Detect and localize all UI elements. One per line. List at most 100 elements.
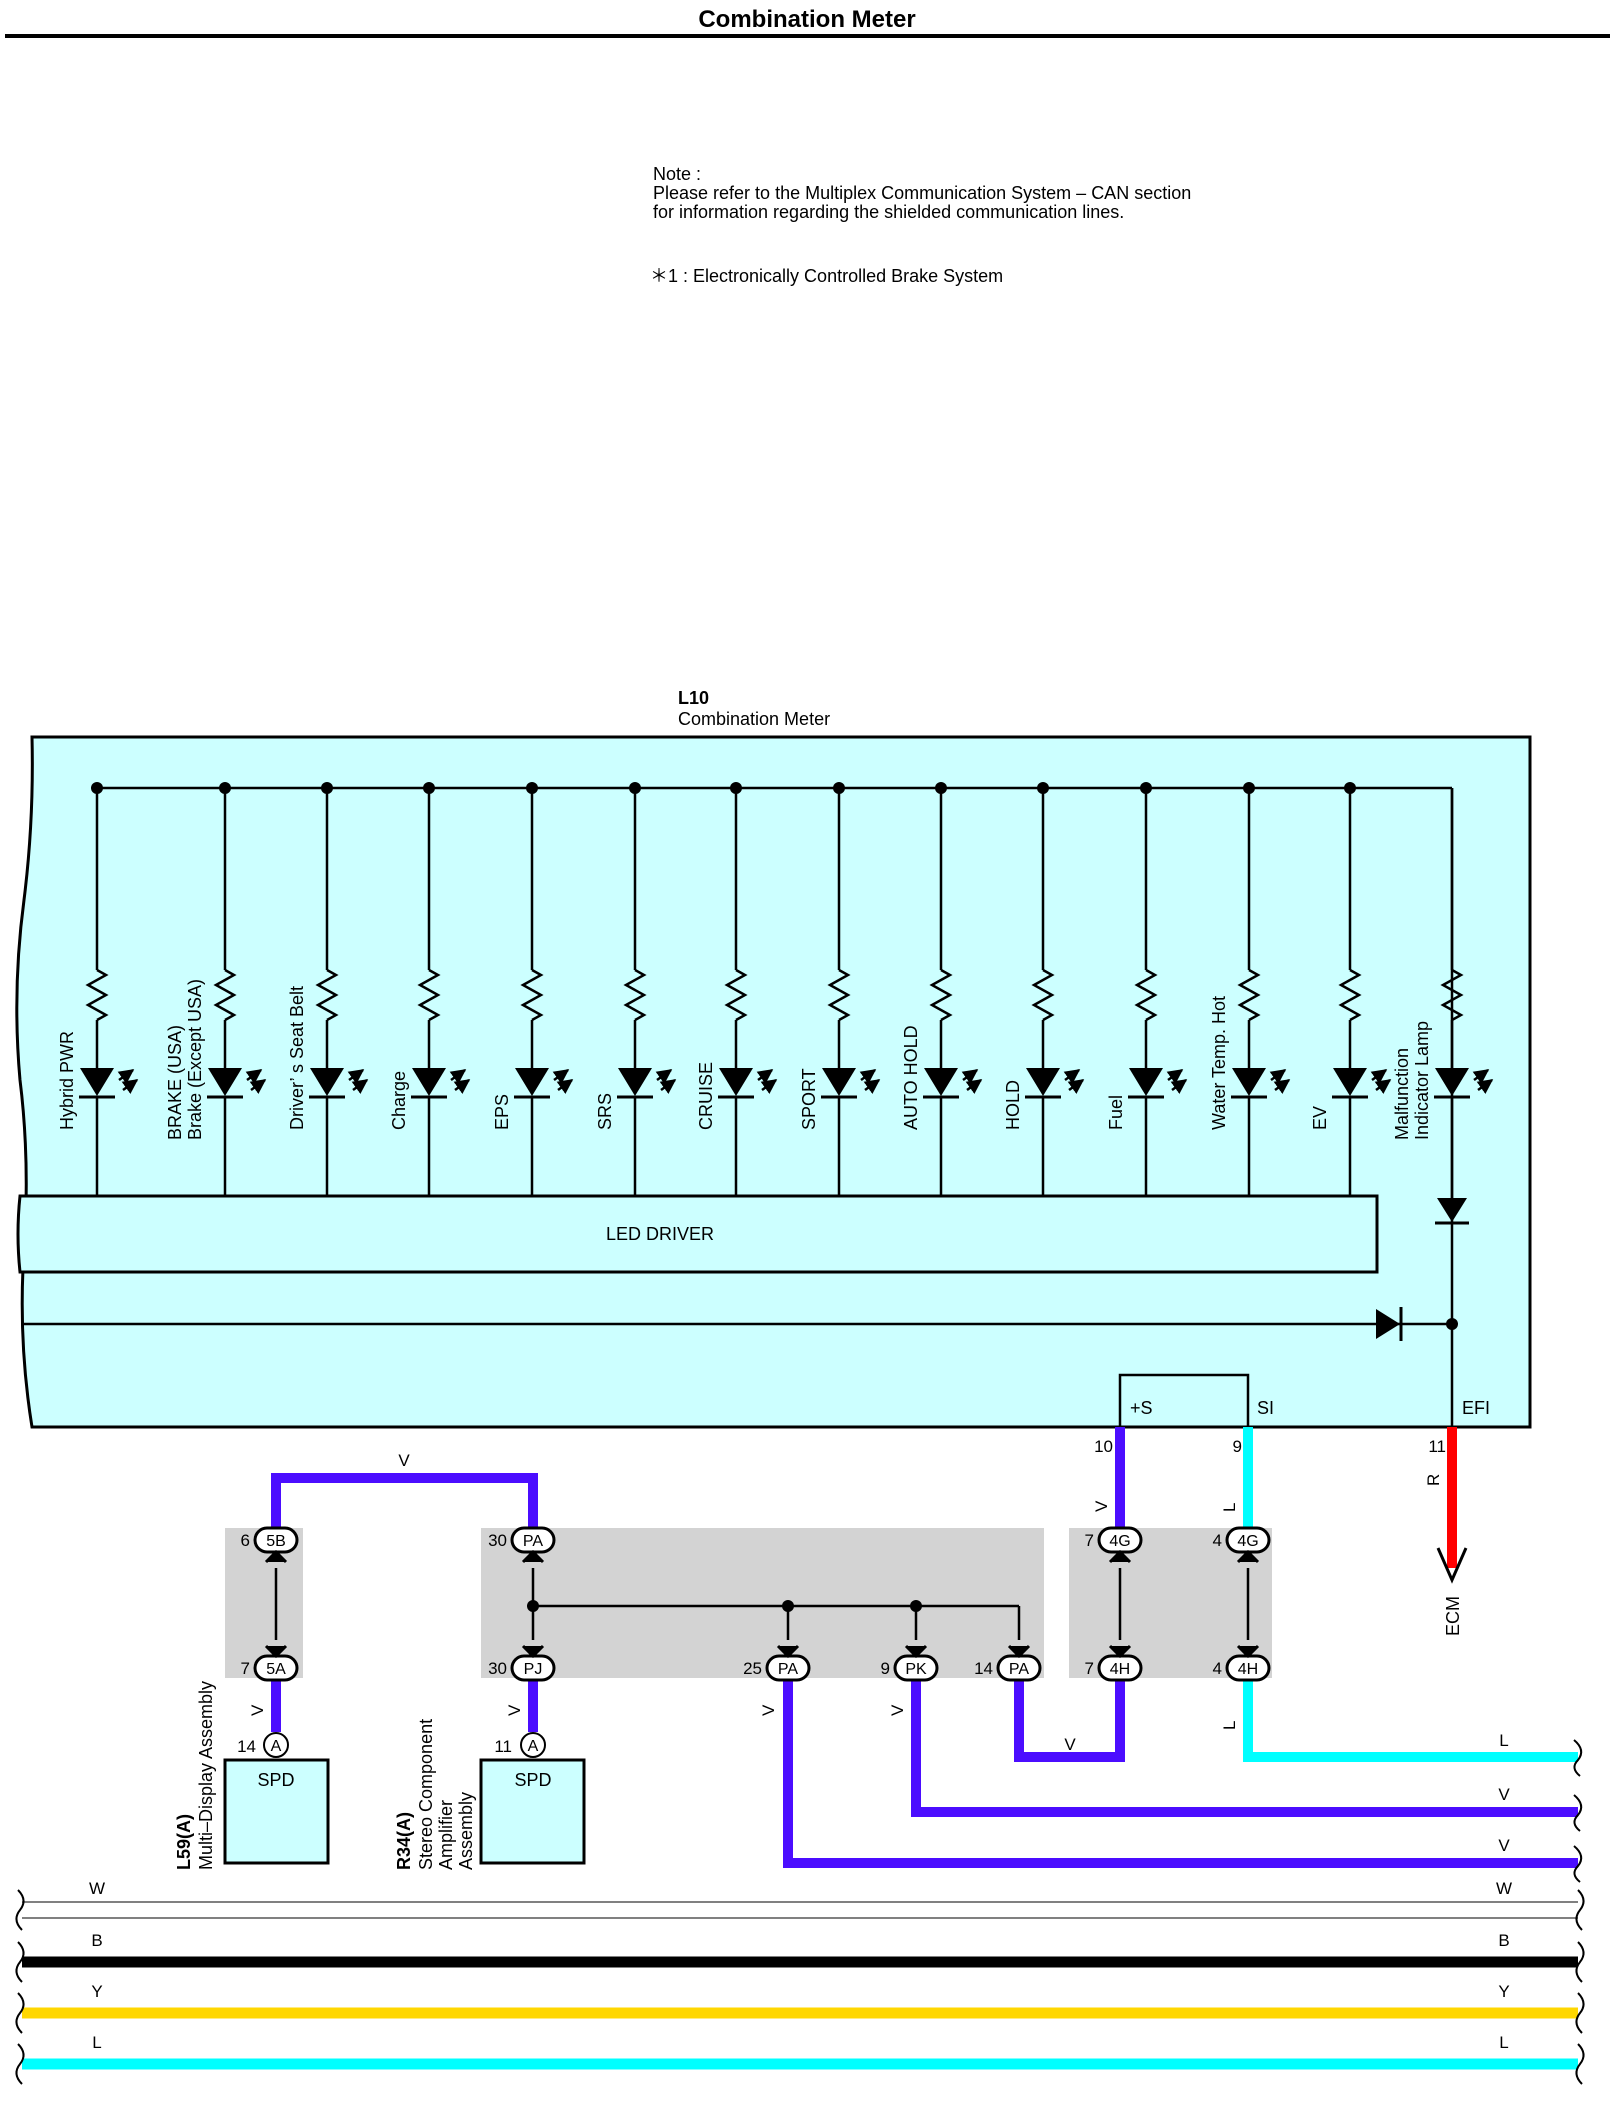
lamp-branch-12: EV [1310, 782, 1392, 1196]
lamp-branch-10: Fuel [1106, 782, 1188, 1196]
right-cut-marks [1573, 1739, 1583, 1883]
connector-code: PJ [524, 1661, 543, 1678]
lamp-branch-2: Driver’ s Seat Belt [287, 782, 369, 1196]
connector-pin: 7 [241, 1659, 250, 1678]
plus-s-si-loop [1118, 1373, 1250, 1427]
connector-pin: 14 [974, 1659, 993, 1678]
connector-code: PA [778, 1661, 798, 1678]
lamp-label-12-0: EV [1310, 1106, 1330, 1130]
ecm-arrow [1436, 1547, 1468, 1584]
connector-c6-5b: 5B 6 [241, 1526, 299, 1564]
sca-code: R34(A) [394, 1812, 414, 1870]
lamp-branch-7: SPORT [799, 782, 881, 1196]
connector-code: 5B [266, 1533, 286, 1550]
connector-c7-5a: 5A7 [241, 1644, 299, 1682]
bus-label-right: L [1499, 2033, 1508, 2052]
lamp-branch-6: CRUISE [696, 782, 778, 1196]
bus-label-left: W [89, 1879, 105, 1898]
lamp-branch-4: EPS [492, 782, 574, 1196]
lamp-label-6-0: CRUISE [696, 1062, 716, 1130]
sca-conn: A [528, 1738, 539, 1755]
bus-label-right: B [1498, 1931, 1509, 1950]
lamp-label-2-0: Driver’ s Seat Belt [287, 986, 307, 1130]
sca-name-1: Stereo Component [416, 1719, 436, 1870]
connector-code: PA [1009, 1661, 1029, 1678]
connector-c4-4h: 4H 4 [1213, 1644, 1271, 1682]
lamp-label-8-0: AUTO HOLD [901, 1025, 921, 1130]
bus-label-right: W [1496, 1879, 1512, 1898]
sca-pin: 11 [494, 1737, 512, 1756]
lamp-label-3-0: Charge [389, 1071, 409, 1130]
connector-code: 4H [1238, 1661, 1258, 1678]
mil-series-diode [1435, 1198, 1469, 1225]
led-driver-box [16, 1194, 1379, 1274]
lamp-branch-8: AUTO HOLD [901, 782, 983, 1196]
lamp-branch-5: SRS [595, 782, 677, 1196]
connector-code: 4G [1237, 1533, 1258, 1550]
connector-pin: 4 [1213, 1531, 1222, 1550]
connector-pin: 6 [241, 1531, 250, 1550]
sca-terminal: SPD [514, 1770, 551, 1790]
meter-name: Combination Meter [678, 709, 830, 729]
lamp-label-0-0: Hybrid PWR [57, 1031, 77, 1130]
mda-name: Multi–Display Assembly [196, 1681, 216, 1870]
connector-code: 4G [1109, 1533, 1130, 1550]
lamp-branches: Hybrid PWR BRAKE (USA)Brake (Except USA)D… [57, 782, 1494, 1198]
wire-label-v-pa25: V [759, 1704, 778, 1716]
mil-junction [1446, 1318, 1458, 1330]
wire-label-l-4h: L [1220, 1721, 1239, 1730]
lamp-branch-1: BRAKE (USA)Brake (Except USA) [165, 782, 267, 1196]
note-line-2: for information regarding the shielded c… [653, 202, 1124, 222]
led-driver-label: LED DRIVER [606, 1224, 714, 1244]
mda-code: L59(A) [174, 1814, 194, 1870]
connector-c4-4g: 4G 4 [1213, 1526, 1271, 1564]
mda-pin: 14 [237, 1737, 256, 1756]
note-header: Note : [653, 164, 701, 184]
connector-c14-pa: PA 14 [974, 1644, 1042, 1682]
lamp-label-9-0: HOLD [1003, 1080, 1023, 1130]
wire-label-v-pj: V [505, 1704, 524, 1716]
connector-pin: 7 [1085, 1531, 1094, 1550]
connector-pin: 7 [1085, 1659, 1094, 1678]
terminal-plus-s: +S [1130, 1398, 1153, 1418]
bus-label-left: B [91, 1931, 102, 1950]
lamp-label-4-0: EPS [492, 1094, 512, 1130]
terminal-si: SI [1257, 1398, 1274, 1418]
lamp-label-11-0: Water Temp. Hot [1209, 996, 1229, 1130]
bus-label-right: Y [1498, 1982, 1509, 2001]
lamp-label-7-0: SPORT [799, 1068, 819, 1130]
connector-c7-4g: 4G 7 [1085, 1526, 1143, 1564]
meter-code: L10 [678, 688, 709, 708]
mda-terminal: SPD [257, 1770, 294, 1790]
wire-labels: V V V V V V V L R L L V V [248, 1451, 1510, 1855]
pin-si: 9 [1233, 1437, 1242, 1456]
connector-pin: 25 [743, 1659, 762, 1678]
connector-pin: 4 [1213, 1659, 1222, 1678]
connector-c9-pk: PK9 [881, 1644, 939, 1682]
multi-display-assembly: A 14 SPD L59(A) Multi–Display Assembly [174, 1681, 330, 1870]
sca-name-2: Amplifier [436, 1800, 456, 1870]
connector-c25-pa: PA 25 [743, 1644, 811, 1682]
terminal-efi: EFI [1462, 1398, 1490, 1418]
connector-c30-pj: PJ 30 [488, 1644, 556, 1682]
bus-label-left: Y [91, 1982, 102, 2001]
wire-label-r-efi: R [1424, 1474, 1443, 1486]
wire-label-v-4g: V [1092, 1500, 1111, 1512]
stereo-component-amplifier: A 11 SPD R34(A) Stereo Component Amplifi… [394, 1719, 586, 1870]
connector-pin: 30 [488, 1659, 507, 1678]
pin-plus-s: 10 [1094, 1437, 1113, 1456]
connector-code: 4H [1110, 1661, 1130, 1678]
lamp-label-10-0: Fuel [1106, 1095, 1126, 1130]
connector-pin: 9 [881, 1659, 890, 1678]
mda-conn: A [271, 1738, 282, 1755]
note-line-1: Please refer to the Multiplex Communicat… [653, 183, 1191, 203]
connector-block-pa-pj [481, 1528, 1044, 1678]
return-diode [1376, 1307, 1403, 1341]
sca-name-3: Assembly [456, 1792, 476, 1870]
